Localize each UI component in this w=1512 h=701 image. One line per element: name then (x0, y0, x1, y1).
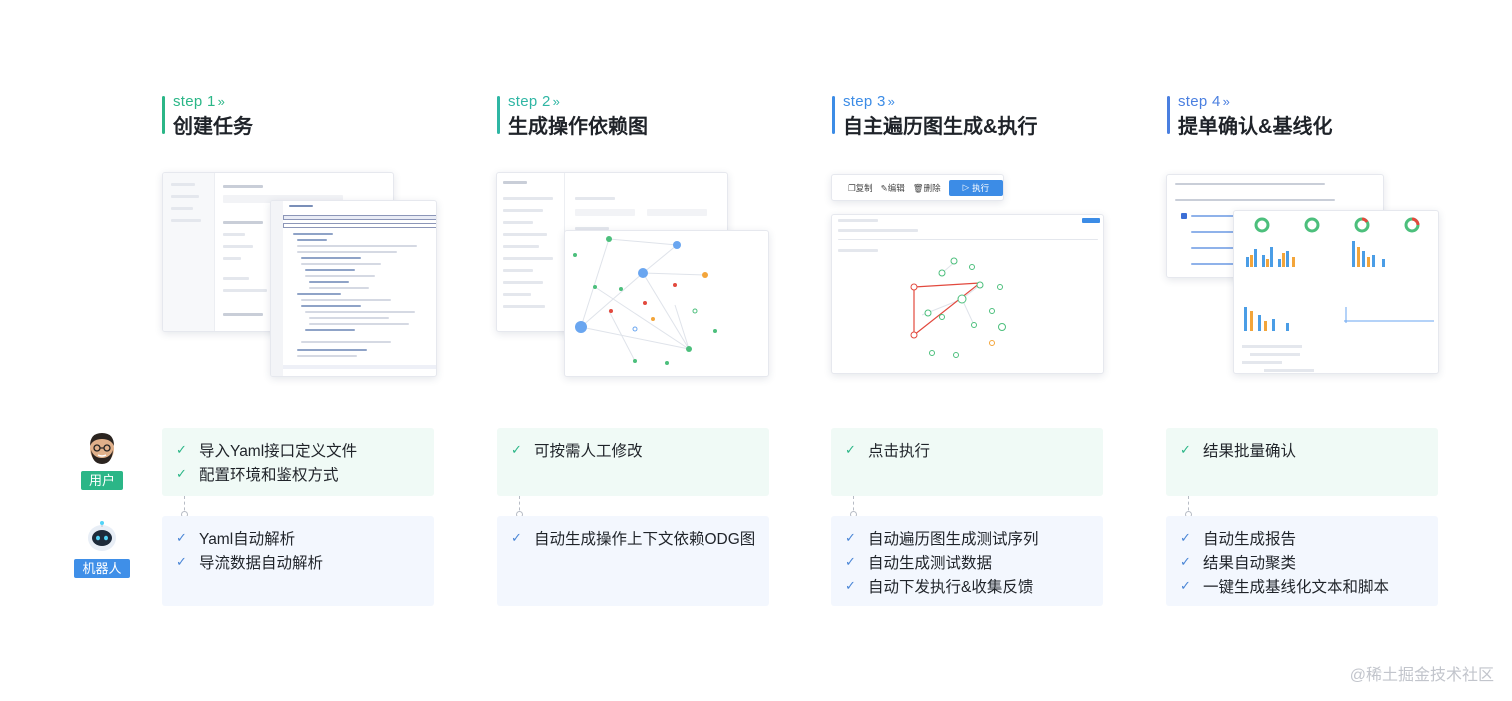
list-item: ✓Yaml自动解析 (176, 530, 296, 548)
double-chevron-right-icon: » (887, 94, 896, 109)
run-button[interactable]: ▷执行 (948, 179, 1003, 196)
check-icon: ✓ (176, 530, 187, 545)
check-icon: ✓ (845, 530, 856, 545)
step-3-title: 自主遍历图生成&执行 (843, 116, 1038, 138)
step-4-user-box: ✓结果批量确认 (1166, 428, 1438, 496)
step-4-label: step 4 (1178, 93, 1221, 110)
check-icon: ✓ (176, 442, 187, 457)
check-icon: ✓ (176, 554, 187, 569)
traversal-graph-panel (831, 214, 1104, 374)
step-2-header: step 2» 生成操作依赖图 (497, 93, 648, 138)
robot-role: 机器人 (72, 518, 132, 578)
list-item: ✓自动生成操作上下文依赖ODG图 (511, 530, 756, 548)
trash-icon: 🗑 (912, 182, 924, 193)
connector-line (853, 496, 854, 516)
check-icon: ✓ (845, 554, 856, 569)
step-4-robot-box: ✓自动生成报告 ✓结果自动聚类 ✓一键生成基线化文本和脚本 (1166, 516, 1438, 606)
robot-role-tag: 机器人 (74, 559, 130, 578)
connector-line (519, 496, 520, 516)
report-charts-panel (1233, 210, 1439, 374)
step-2-label: step 2 (508, 93, 551, 110)
step-3-label: step 3 (843, 93, 886, 110)
step-4-header: step 4» 提单确认&基线化 (1167, 93, 1332, 138)
double-chevron-right-icon: » (217, 94, 226, 109)
delete-button[interactable]: 🗑删除 (913, 182, 941, 194)
list-item: ✓导入Yaml接口定义文件 (176, 442, 358, 460)
list-item: ✓自动下发执行&收集反馈 (845, 578, 1034, 596)
list-item: ✓可按需人工修改 (511, 442, 643, 460)
step-4-accent-bar (1167, 96, 1170, 134)
step-1-label: step 1 (173, 93, 216, 110)
edit-icon: ✎ (880, 182, 888, 193)
step-1-header: step 1» 创建任务 (162, 93, 253, 138)
copy-icon: ❐ (848, 182, 856, 193)
step-3-user-box: ✓点击执行 (831, 428, 1103, 496)
check-icon: ✓ (845, 442, 856, 457)
list-item: ✓一键生成基线化文本和脚本 (1180, 578, 1390, 596)
step-3-screenshot: ❐复制 ✎编辑 🗑删除 ▷执行 (831, 172, 1106, 377)
step-2-title: 生成操作依赖图 (508, 116, 648, 138)
step-3-accent-bar (832, 96, 835, 134)
check-icon: ✓ (511, 530, 522, 545)
list-item: ✓结果批量确认 (1180, 442, 1297, 460)
check-icon: ✓ (1180, 578, 1191, 593)
list-item: ✓结果自动聚类 (1180, 554, 1297, 572)
edit-button-label: 编辑 (887, 182, 905, 193)
step-4-title: 提单确认&基线化 (1178, 116, 1333, 138)
yaml-editor-panel (270, 200, 437, 377)
delete-button-label: 删除 (923, 182, 941, 193)
report-dashboard (1242, 217, 1434, 372)
dependency-graph-panel (564, 230, 769, 377)
odg-graph (573, 236, 717, 365)
step-1-accent-bar (162, 96, 165, 134)
check-icon: ✓ (176, 466, 187, 481)
step-3-header: step 3» 自主遍历图生成&执行 (832, 93, 1037, 138)
copy-button-label: 复制 (855, 182, 873, 193)
check-icon: ✓ (1180, 442, 1191, 457)
list-item: ✓自动遍历图生成测试序列 (845, 530, 1039, 548)
list-item: ✓点击执行 (845, 442, 931, 460)
user-role-tag: 用户 (80, 471, 123, 490)
check-icon: ✓ (511, 442, 522, 457)
play-icon: ▷ (962, 182, 970, 192)
list-item: ✓自动生成测试数据 (845, 554, 993, 572)
watermark: @稀土掘金技术社区 (1349, 667, 1494, 684)
step-4-screenshot (1166, 172, 1441, 377)
bearded-man-avatar-icon (90, 433, 114, 464)
user-role: 用户 (72, 430, 132, 490)
list-item: ✓配置环境和鉴权方式 (176, 466, 339, 484)
run-button-label: 执行 (972, 182, 990, 193)
step-1-screenshot (162, 172, 437, 377)
edit-button[interactable]: ✎编辑 (881, 182, 905, 194)
step-3-robot-box: ✓自动遍历图生成测试序列 ✓自动生成测试数据 ✓自动下发执行&收集反馈 (831, 516, 1103, 606)
list-item: ✓导流数据自动解析 (176, 554, 324, 572)
step-2-screenshot (496, 172, 771, 377)
step-2-accent-bar (497, 96, 500, 134)
connector-line (184, 496, 185, 516)
step-2-user-box: ✓可按需人工修改 (497, 428, 769, 496)
robot-head-icon (88, 521, 116, 551)
copy-button[interactable]: ❐复制 (848, 182, 873, 194)
step-1-title: 创建任务 (173, 116, 253, 138)
action-toolbar: ❐复制 ✎编辑 🗑删除 ▷执行 (831, 174, 1004, 201)
test-sequence-graph (910, 257, 1006, 358)
list-item: ✓自动生成报告 (1180, 530, 1297, 548)
step-1-user-box: ✓导入Yaml接口定义文件 ✓配置环境和鉴权方式 (162, 428, 434, 496)
check-icon: ✓ (1180, 530, 1191, 545)
double-chevron-right-icon: » (1222, 94, 1231, 109)
check-icon: ✓ (1180, 554, 1191, 569)
double-chevron-right-icon: » (552, 94, 561, 109)
step-2-robot-box: ✓自动生成操作上下文依赖ODG图 (497, 516, 769, 606)
connector-line (1188, 496, 1189, 516)
step-1-robot-box: ✓Yaml自动解析 ✓导流数据自动解析 (162, 516, 434, 606)
check-icon: ✓ (845, 578, 856, 593)
